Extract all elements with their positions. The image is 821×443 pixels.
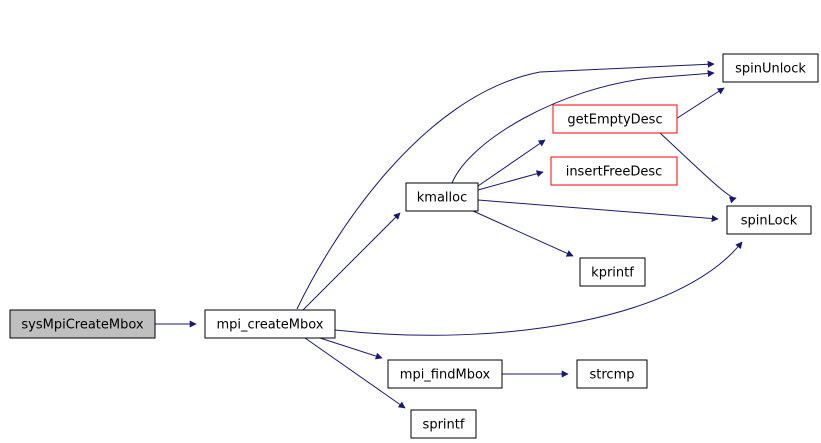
edge-kmalloc-to-spinUnlock bbox=[451, 70, 715, 184]
node-sysMpiCreateMbox[interactable]: sysMpiCreateMbox bbox=[9, 309, 156, 339]
node-box-kprintf[interactable] bbox=[579, 257, 646, 287]
node-sprintf[interactable]: sprintf bbox=[410, 409, 477, 439]
edge-kmalloc-to-getEmptyDesc bbox=[477, 139, 546, 187]
node-mpi_createMbox[interactable]: mpi_createMbox bbox=[204, 309, 336, 339]
node-box-spinLock[interactable] bbox=[726, 205, 812, 235]
node-getEmptyDesc[interactable]: getEmptyDesc bbox=[552, 104, 678, 134]
node-box-kmalloc[interactable] bbox=[405, 182, 479, 212]
edge-mpi_createMbox-to-spinLock bbox=[334, 241, 743, 336]
node-label-spinUnlock: spinUnlock bbox=[735, 62, 806, 77]
edge-kmalloc-to-kprintf bbox=[472, 210, 574, 257]
edges-layer bbox=[155, 60, 743, 409]
node-box-mpi_createMbox[interactable] bbox=[204, 309, 336, 339]
node-label-sprintf: sprintf bbox=[423, 418, 465, 433]
node-label-strcmp: strcmp bbox=[590, 368, 635, 383]
node-strcmp[interactable]: strcmp bbox=[576, 359, 648, 389]
node-insertFreeDesc[interactable]: insertFreeDesc bbox=[550, 156, 678, 186]
node-box-strcmp[interactable] bbox=[576, 359, 648, 389]
edge-mpi_createMbox-to-sprintf bbox=[304, 337, 406, 409]
edge-getEmptyDesc-to-spinLock bbox=[659, 132, 737, 204]
node-kmalloc[interactable]: kmalloc bbox=[405, 182, 479, 212]
node-box-sysMpiCreateMbox[interactable] bbox=[9, 309, 156, 339]
node-box-sprintf[interactable] bbox=[410, 409, 477, 439]
node-spinLock[interactable]: spinLock bbox=[726, 205, 812, 235]
node-label-mpi_createMbox: mpi_createMbox bbox=[216, 318, 323, 333]
node-box-spinUnlock[interactable] bbox=[722, 53, 819, 83]
edge-mpi_createMbox-to-spinUnlock bbox=[296, 60, 715, 310]
node-mpi_findMbox[interactable]: mpi_findMbox bbox=[387, 359, 503, 389]
node-box-getEmptyDesc[interactable] bbox=[552, 104, 678, 134]
node-label-insertFreeDesc: insertFreeDesc bbox=[566, 165, 663, 180]
node-label-spinLock: spinLock bbox=[741, 214, 798, 229]
edge-mpi_createMbox-to-kmalloc bbox=[302, 212, 401, 311]
node-label-kprintf: kprintf bbox=[591, 266, 634, 281]
nodes-layer: sysMpiCreateMbox mpi_createMbox kmalloc get… bbox=[9, 53, 819, 439]
node-box-mpi_findMbox[interactable] bbox=[387, 359, 503, 389]
edge-mpi_createMbox-to-mpi_findMbox bbox=[319, 337, 383, 360]
edge-kmalloc-to-spinLock bbox=[477, 199, 719, 222]
node-label-kmalloc: kmalloc bbox=[417, 191, 467, 206]
node-spinUnlock[interactable]: spinUnlock bbox=[722, 53, 819, 83]
node-label-getEmptyDesc: getEmptyDesc bbox=[567, 113, 662, 128]
node-label-sysMpiCreateMbox: sysMpiCreateMbox bbox=[21, 318, 144, 333]
node-kprintf[interactable]: kprintf bbox=[579, 257, 646, 287]
edge-kmalloc-to-insertFreeDesc bbox=[477, 170, 544, 191]
node-box-insertFreeDesc[interactable] bbox=[550, 156, 678, 186]
node-label-mpi_findMbox: mpi_findMbox bbox=[400, 368, 491, 383]
